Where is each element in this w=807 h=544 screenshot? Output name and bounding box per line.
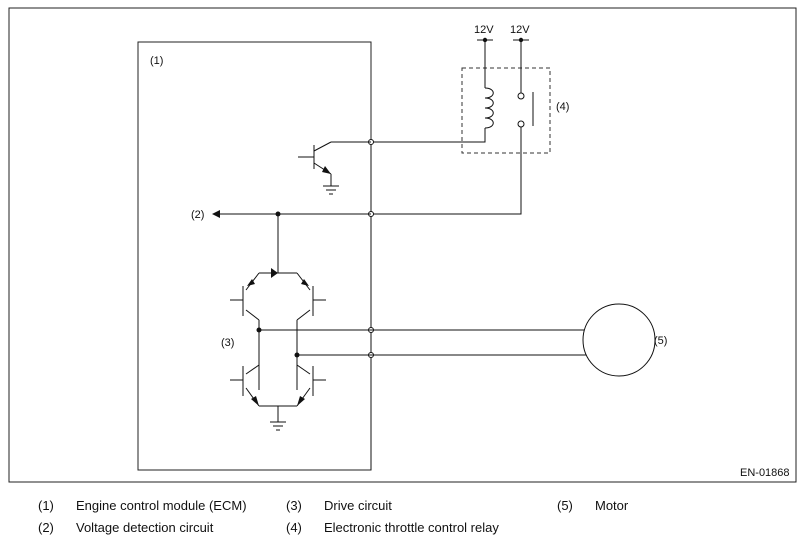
legend-number: (2) — [38, 520, 54, 535]
legend-number: (5) — [557, 498, 573, 513]
supply-left-label: 12V — [474, 24, 494, 36]
relay-box — [461, 67, 551, 154]
relay-coil — [484, 87, 494, 129]
supply-right-label: 12V — [510, 24, 530, 36]
circuit-diagram: (1) (4) 12V 12V (2) — [8, 7, 797, 483]
legend-text: Engine control module (ECM) — [76, 498, 247, 513]
drive-circuit-label: (3) — [221, 337, 234, 349]
supply-left-terminal — [477, 39, 493, 88]
motor-symbol — [582, 303, 656, 377]
legend: (1) Engine control module (ECM) (2) Volt… — [0, 490, 807, 544]
legend-text: Motor — [595, 498, 629, 513]
motor-label: (5) — [654, 335, 667, 347]
figure-frame — [8, 7, 797, 483]
legend-text: Drive circuit — [324, 498, 392, 513]
legend-number: (4) — [286, 520, 302, 535]
relay-contact-top — [517, 92, 525, 100]
legend-text: Electronic throttle control relay — [324, 520, 499, 535]
relay-contact-bottom — [517, 120, 525, 128]
supply-right-terminal — [513, 39, 529, 93]
figure-code: EN-01868 — [740, 467, 790, 479]
legend-text: Voltage detection circuit — [76, 520, 214, 535]
drive-circuit-h-bridge — [230, 214, 590, 431]
relay-driver-transistor — [298, 141, 371, 195]
voltage-detection-label: (2) — [191, 209, 204, 221]
ecm-box — [137, 41, 372, 471]
ecm-label: (1) — [150, 55, 163, 67]
relay-label: (4) — [556, 101, 569, 113]
legend-number: (1) — [38, 498, 54, 513]
legend-number: (3) — [286, 498, 302, 513]
